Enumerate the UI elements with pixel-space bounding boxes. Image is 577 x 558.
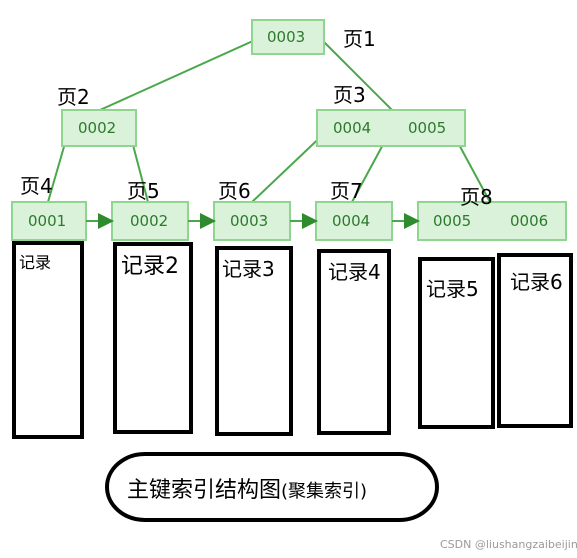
page-7-node	[315, 201, 393, 241]
record-box-4	[317, 249, 391, 435]
caption-main: 主键索引结构图	[127, 478, 281, 503]
watermark: CSDN @liushangzaibeijing	[440, 538, 577, 551]
page-2-key: 0002	[78, 119, 116, 137]
page-7-label: 页7	[330, 179, 363, 203]
page-6-key: 0003	[230, 212, 268, 230]
page-5-label: 页5	[127, 179, 160, 203]
page-3-key-2: 0005	[408, 119, 446, 137]
record-label-6: 记录6	[510, 270, 563, 294]
page-3-label: 页3	[333, 83, 366, 107]
record-box-2	[113, 242, 193, 434]
page-6-label: 页6	[218, 179, 251, 203]
page-8-key-1: 0005	[433, 212, 471, 230]
edge-p1-p2	[99, 39, 256, 111]
record-label-3: 记录3	[222, 257, 275, 281]
page-8-key-2: 0006	[510, 212, 548, 230]
record-label-2: 记录2	[121, 254, 179, 279]
record-label-1: 记录	[19, 253, 51, 272]
page-2-node	[61, 109, 137, 147]
page-1-key: 0003	[267, 28, 305, 46]
page-1-node	[251, 19, 325, 55]
caption-frame	[105, 452, 439, 522]
record-box-5	[418, 257, 495, 429]
page-4-key: 0001	[28, 212, 66, 230]
page-4-node	[11, 201, 87, 241]
page-1-label: 页1	[343, 27, 376, 51]
record-box-3	[215, 246, 293, 436]
caption-text: 主键索引结构图(聚集索引)	[127, 478, 367, 503]
record-box-1	[12, 241, 84, 439]
record-label-4: 记录4	[328, 260, 381, 284]
record-box-6	[497, 253, 573, 428]
page-5-key: 0002	[130, 212, 168, 230]
page-2-label: 页2	[57, 85, 90, 109]
page-4-label: 页4	[20, 174, 53, 198]
page-8-node	[417, 201, 567, 241]
page-6-node	[213, 201, 291, 241]
page-7-key: 0004	[332, 212, 370, 230]
edge-p1-p3	[319, 37, 393, 111]
page-3-key-1: 0004	[333, 119, 371, 137]
page-3-node	[316, 109, 466, 147]
caption-paren: (聚集索引)	[281, 481, 367, 502]
page-8-label: 页8	[460, 185, 493, 209]
record-label-5: 记录5	[426, 277, 479, 301]
